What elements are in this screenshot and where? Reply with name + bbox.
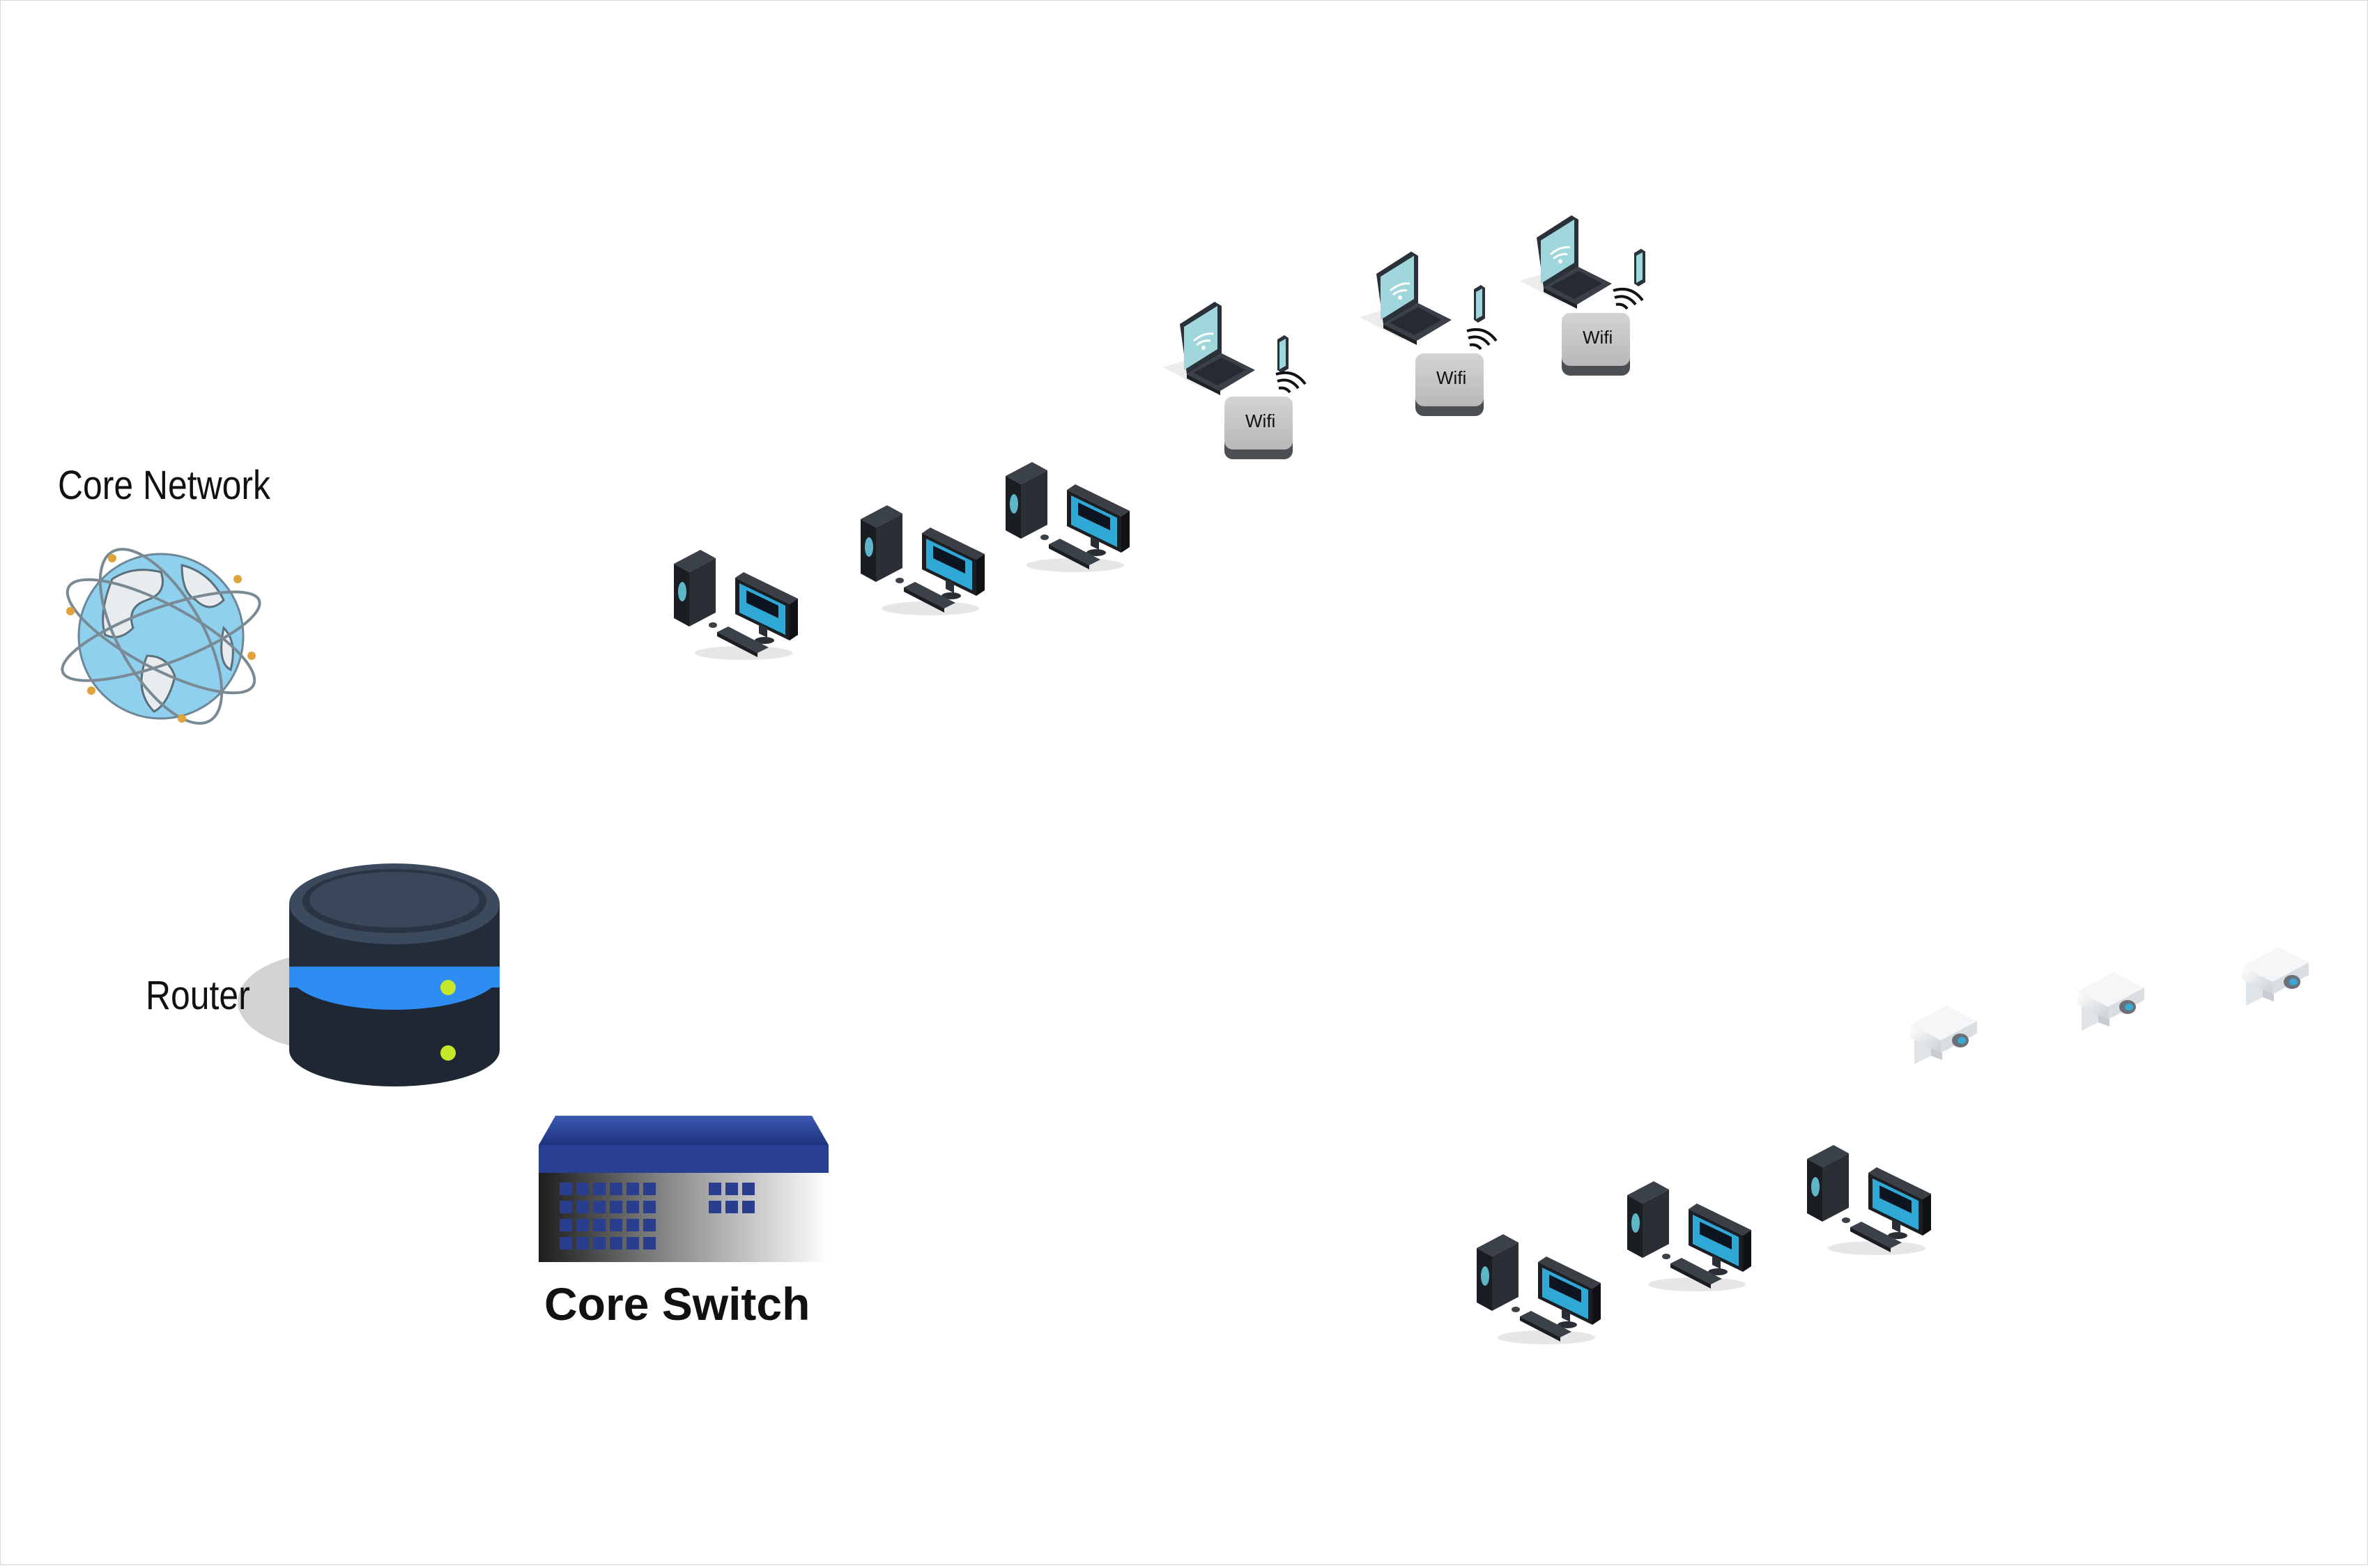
- security-camera-icon: [2242, 947, 2309, 1006]
- switch-port: [643, 1237, 656, 1250]
- globe-icon: [61, 548, 261, 725]
- desktop-computer-icon: [861, 505, 985, 615]
- switch-port: [576, 1201, 589, 1213]
- switch-port: [593, 1237, 606, 1250]
- desktop-computer-icon: [1477, 1234, 1601, 1344]
- wifi-label: Wifi: [1245, 410, 1275, 431]
- wifi-access-point-icon: Wifi: [1414, 328, 1498, 417]
- switch-port: [560, 1183, 572, 1195]
- switch-port: [576, 1183, 589, 1195]
- switch-port: [725, 1201, 738, 1213]
- switch-port: [643, 1201, 656, 1213]
- wifi-label: Wifi: [1436, 367, 1466, 388]
- core-switch-label: Core Switch: [544, 1278, 810, 1330]
- security-camera-icon: [2077, 972, 2144, 1031]
- desktop-computer-icon: [1807, 1145, 1931, 1255]
- switch-port: [626, 1237, 639, 1250]
- laptop-icon: [1162, 300, 1290, 397]
- wifi-label: Wifi: [1583, 327, 1613, 348]
- switch-port: [610, 1183, 622, 1195]
- switch-port: [560, 1201, 572, 1213]
- laptop-icon: [1519, 214, 1647, 310]
- switch-port: [610, 1219, 622, 1231]
- laptop-icon: [1358, 250, 1486, 346]
- switch-port: [742, 1183, 755, 1195]
- wifi-access-point-icon: Wifi: [1560, 287, 1644, 377]
- wifi-access-point-icon: Wifi: [1223, 371, 1307, 461]
- switch-port: [709, 1183, 721, 1195]
- switch-port: [626, 1183, 639, 1195]
- core-network-label: Core Network: [58, 463, 270, 508]
- desktop-computer-icon: [674, 550, 798, 660]
- desktop-computer-icon: [1627, 1181, 1751, 1291]
- switch-port: [576, 1219, 589, 1231]
- switch-port: [560, 1237, 572, 1250]
- switch-port: [742, 1201, 755, 1213]
- switch-port: [725, 1183, 738, 1195]
- switch-icon: [539, 1116, 829, 1262]
- switch-port: [610, 1201, 622, 1213]
- security-camera-icon: [1910, 1006, 1977, 1064]
- desktop-computer-icon: [1006, 462, 1130, 572]
- switch-port: [610, 1237, 622, 1250]
- router-icon: [238, 863, 500, 1086]
- switch-port: [626, 1201, 639, 1213]
- switch-port: [643, 1219, 656, 1231]
- switch-port: [626, 1219, 639, 1231]
- switch-port: [593, 1219, 606, 1231]
- router-label: Router: [146, 973, 250, 1018]
- switch-port: [593, 1183, 606, 1195]
- switch-port: [643, 1183, 656, 1195]
- switch-port: [576, 1237, 589, 1250]
- switch-port: [593, 1201, 606, 1213]
- switch-port: [560, 1219, 572, 1231]
- switch-port: [709, 1201, 721, 1213]
